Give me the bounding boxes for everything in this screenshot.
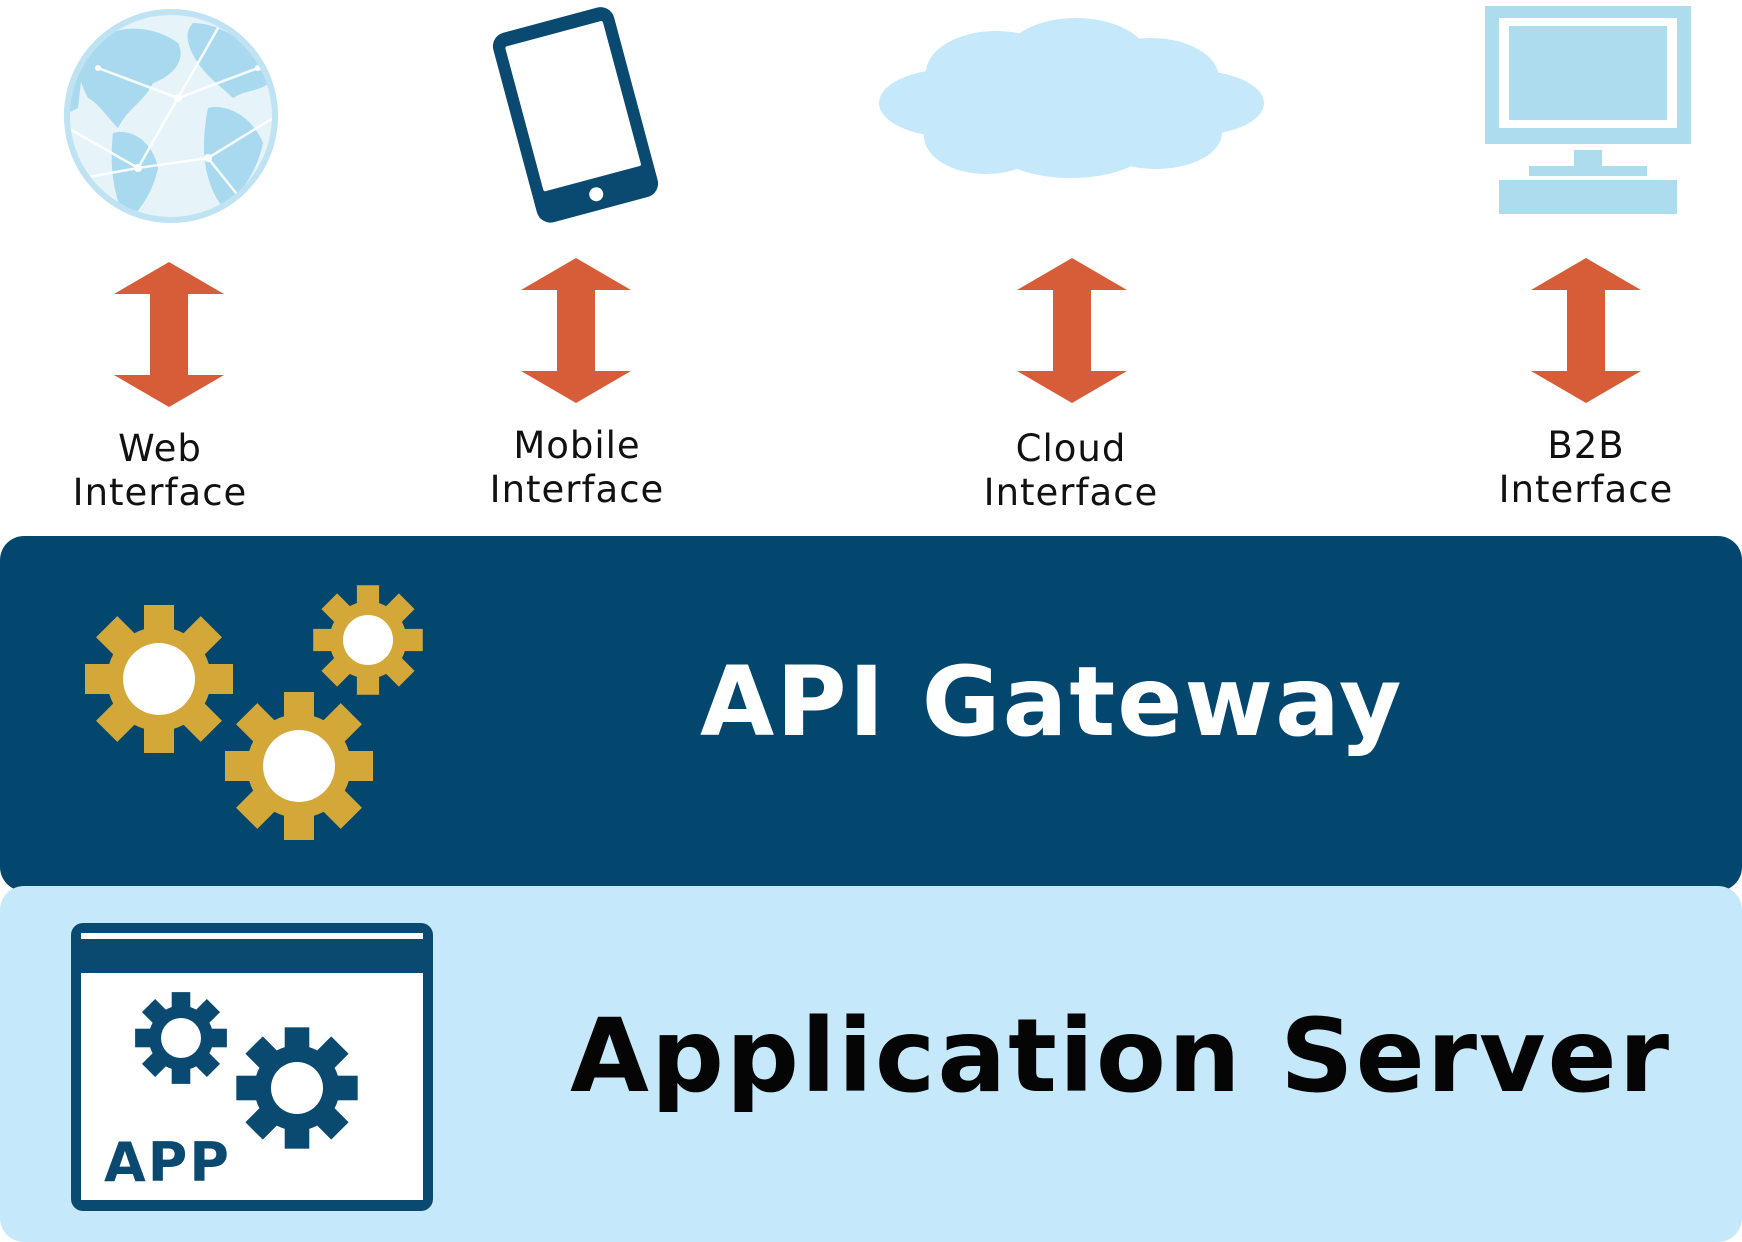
web-interface-line2: Interface bbox=[72, 471, 248, 514]
cloud-interface-label: Cloud Interface bbox=[971, 427, 1171, 515]
double-arrow-web bbox=[114, 262, 224, 407]
mobile-interface-label: Mobile Interface bbox=[477, 424, 677, 512]
cloud-interface-line2: Interface bbox=[983, 471, 1159, 514]
cloud-icon bbox=[879, 18, 1264, 178]
app-label: APP bbox=[104, 1131, 231, 1194]
gears-icon bbox=[85, 585, 423, 840]
double-arrow-b2b bbox=[1531, 258, 1641, 403]
b2b-interface-label: B2B Interface bbox=[1486, 424, 1686, 512]
globe-icon bbox=[64, 9, 278, 223]
web-interface-label: Web Interface bbox=[60, 427, 260, 515]
application-server-title: Application Server bbox=[570, 997, 1672, 1116]
mobile-phone-icon bbox=[492, 7, 659, 223]
mobile-interface-line1: Mobile bbox=[513, 424, 641, 467]
b2b-interface-line2: Interface bbox=[1498, 468, 1674, 511]
mobile-interface-line2: Interface bbox=[489, 468, 665, 511]
web-interface-line1: Web bbox=[118, 427, 202, 470]
cloud-interface-line1: Cloud bbox=[1015, 427, 1127, 470]
desktop-computer-icon bbox=[1485, 6, 1691, 214]
double-arrow-mobile bbox=[521, 258, 631, 403]
api-gateway-title: API Gateway bbox=[700, 646, 1404, 758]
double-arrow-cloud bbox=[1017, 258, 1127, 403]
b2b-interface-line1: B2B bbox=[1547, 424, 1625, 467]
app-window-icon: APP bbox=[71, 923, 433, 1211]
